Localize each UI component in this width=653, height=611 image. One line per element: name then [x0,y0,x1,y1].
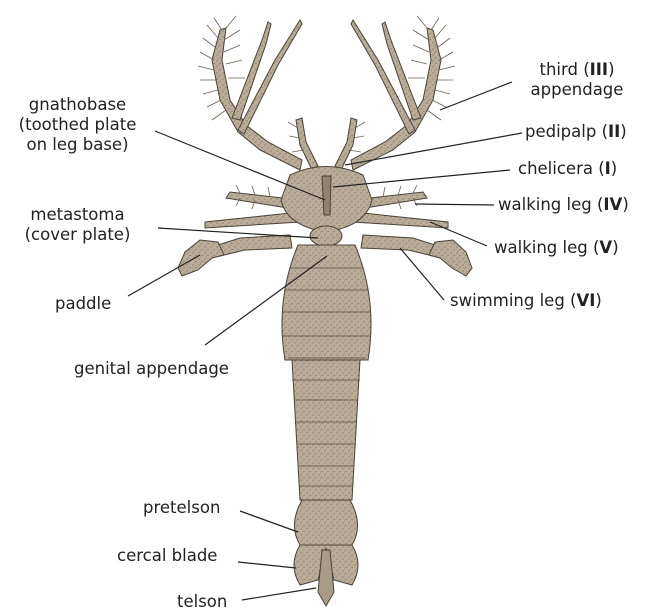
label-metastoma: metastoma (cover plate) [0,205,155,245]
label-chelicera-post: ) [611,159,617,178]
label-third-line1: third (III) [512,60,642,80]
label-swimming-leg-vi: swimming leg (VI) [450,291,602,311]
label-walking5-numeral: V [599,238,612,257]
label-genital-appendage: genital appendage [74,359,229,379]
label-third-pre: third ( [539,60,589,79]
label-walking-leg-iv: walking leg (IV) [498,195,629,215]
label-walking4-pre: walking leg ( [498,195,603,214]
pretelson-shape [294,500,357,545]
metastoma-plate [310,226,342,246]
label-gnathobase: gnathobase (toothed plate on leg base) [0,95,155,155]
label-chelicera-pre: chelicera ( [518,159,605,178]
label-pedipalp-post: ) [620,122,626,141]
label-walking5-pre: walking leg ( [494,238,599,257]
label-walking5-post: ) [612,238,618,257]
label-paddle: paddle [55,294,111,314]
label-gnathobase-line1: gnathobase [0,95,155,115]
label-swimming-pre: swimming leg ( [450,291,576,310]
label-chelicera: chelicera (I) [518,159,617,179]
label-cercal-blade: cercal blade [117,546,217,566]
label-third-appendage: third (III) appendage [512,60,642,100]
label-swimming-numeral: VI [576,291,595,310]
label-gnathobase-line2: (toothed plate [0,115,155,135]
label-pedipalp-numeral: II [608,122,620,141]
label-third-numeral: III [590,60,608,79]
label-walking4-numeral: IV [603,195,622,214]
label-third-post: ) [608,60,614,79]
label-telson: telson [177,592,227,611]
label-walking-leg-v: walking leg (V) [494,238,619,258]
chelicerae [322,176,331,215]
label-pretelson: pretelson [143,498,220,518]
label-metastoma-line2: (cover plate) [0,225,155,245]
third-appendage-left [198,16,302,170]
postabdomen [292,360,360,500]
third-appendage-right [351,16,455,170]
label-gnathobase-line3: on leg base) [0,135,155,155]
label-swimming-post: ) [595,291,601,310]
preabdomen [282,245,371,360]
label-walking4-post: ) [622,195,628,214]
label-third-line2: appendage [512,80,642,100]
label-metastoma-line1: metastoma [0,205,155,225]
label-pedipalp: pedipalp (II) [525,122,627,142]
label-pedipalp-pre: pedipalp ( [525,122,608,141]
